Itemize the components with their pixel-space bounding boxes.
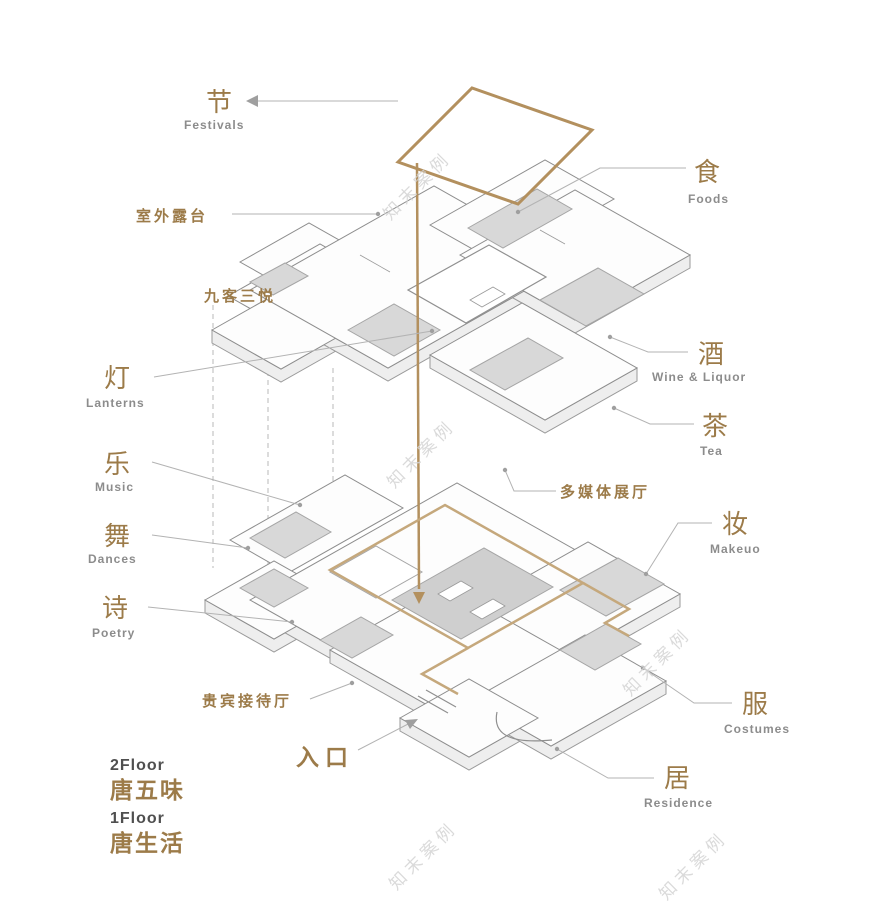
label-lanterns-zh: 灯 (104, 364, 133, 394)
route-entrance-spur (419, 646, 469, 696)
label-dances-zh: 舞 (104, 522, 133, 552)
label-entrance: 入口 (296, 744, 354, 770)
label-wine-en: Wine & Liquor (652, 370, 747, 384)
floor2-name: 唐五味 (110, 777, 185, 803)
label-dances-en: Dances (88, 552, 137, 566)
leader-lines (147, 100, 732, 779)
festivals-arrowhead (246, 95, 258, 107)
gold-route (327, 86, 632, 696)
label-poetry-en: Poetry (92, 626, 136, 640)
floor-legend: 2Floor 唐五味 1Floor 唐生活 (110, 756, 185, 862)
vertical-axis-line (415, 162, 421, 590)
label-festivals-zh: 节 (206, 88, 235, 118)
label-makeup-zh: 妆 (722, 510, 751, 540)
label-lanterns-en: Lanterns (86, 396, 145, 410)
label-wine-zh: 酒 (698, 340, 727, 370)
lower-floor-plate (203, 474, 682, 771)
roof-plane-outline (395, 86, 595, 206)
label-makeup-en: Makeuo (710, 542, 761, 556)
floor1-label: 1Floor (110, 809, 165, 827)
route-residence-hook (582, 581, 632, 638)
label-music-en: Music (95, 480, 135, 494)
label-tea-zh: 茶 (702, 412, 731, 442)
leader-dots (245, 95, 649, 752)
label-multimedia: 多媒体展厅 (560, 484, 651, 501)
label-costumes-zh: 服 (742, 690, 771, 720)
floor2-label: 2Floor (110, 757, 165, 774)
label-residence-zh: 居 (664, 764, 693, 794)
upper-floor-plate (210, 159, 692, 434)
label-nine-guests: 九客三悦 (204, 288, 277, 305)
label-music-zh: 乐 (104, 450, 133, 480)
label-festivals-en: Festivals (184, 118, 245, 132)
entrance-arrowhead (405, 719, 418, 729)
label-residence-en: Residence (644, 796, 714, 810)
label-poetry-zh: 诗 (102, 594, 131, 624)
label-terrace: 室外露台 (136, 208, 209, 225)
label-foods-zh: 食 (694, 158, 723, 188)
floor1-name: 唐生活 (110, 829, 185, 856)
axis-arrow (413, 592, 425, 604)
label-vip: 贵宾接待厅 (202, 693, 293, 710)
label-foods-en: Foods (688, 192, 729, 206)
label-tea-en: Tea (700, 444, 723, 458)
label-costumes-en: Costumes (724, 722, 791, 736)
